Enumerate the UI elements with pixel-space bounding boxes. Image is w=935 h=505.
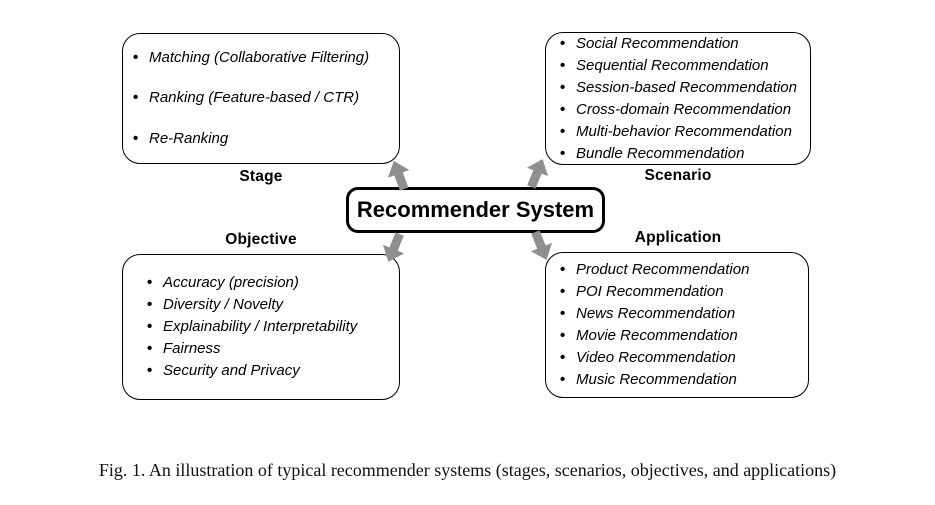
list-item: Cross-domain Recommendation [554, 99, 810, 121]
application-box: Product RecommendationPOI Recommendation… [545, 252, 809, 398]
recommender-system-node: Recommender System [346, 187, 605, 233]
list-item: Diversity / Novelty [141, 294, 399, 316]
list-item: Product Recommendation [554, 259, 808, 281]
objective-label: Objective [225, 231, 297, 248]
scenario-box: Social RecommendationSequential Recommen… [545, 32, 811, 165]
stage-item-list: Matching (Collaborative Filtering) Rankin… [123, 34, 399, 163]
list-item: POI Recommendation [554, 281, 808, 303]
list-item: Music Recommendation [554, 369, 808, 391]
objective-box: Accuracy (precision)Diversity / NoveltyE… [122, 254, 400, 400]
list-item: Fairness [141, 338, 399, 360]
list-item: Movie Recommendation [554, 325, 808, 347]
figure-caption: Fig. 1. An illustration of typical recom… [98, 460, 837, 480]
list-item: Ranking (Feature-based / CTR) [127, 88, 399, 108]
list-item: News Recommendation [554, 303, 808, 325]
objective-item-list: Accuracy (precision)Diversity / NoveltyE… [123, 255, 399, 399]
arrow-down-left-icon [373, 226, 414, 271]
scenario-item-list: Social RecommendationSequential Recommen… [546, 33, 810, 165]
application-label: Application [634, 229, 722, 246]
list-item: Matching (Collaborative Filtering) [127, 48, 399, 68]
arrow-up-right-icon [516, 151, 557, 196]
list-item: Security and Privacy [141, 360, 399, 382]
arrow-down-right-icon [520, 224, 561, 269]
list-item: Sequential Recommendation [554, 55, 810, 77]
list-item: Explainability / Interpretability [141, 316, 399, 338]
scenario-label: Scenario [644, 167, 712, 184]
list-item: Social Recommendation [554, 33, 810, 55]
stage-box: Matching (Collaborative Filtering) Rankin… [122, 33, 400, 164]
application-item-list: Product RecommendationPOI Recommendation… [546, 253, 808, 397]
list-item: Bundle Recommendation [554, 143, 810, 165]
list-item: Multi-behavior Recommendation [554, 121, 810, 143]
stage-label: Stage [239, 168, 283, 185]
list-item: Video Recommendation [554, 347, 808, 369]
list-item: Session-based Recommendation [554, 77, 810, 99]
arrow-up-left-icon [379, 153, 420, 197]
list-item: Re-Ranking [127, 129, 399, 149]
list-item: Accuracy (precision) [141, 272, 399, 294]
